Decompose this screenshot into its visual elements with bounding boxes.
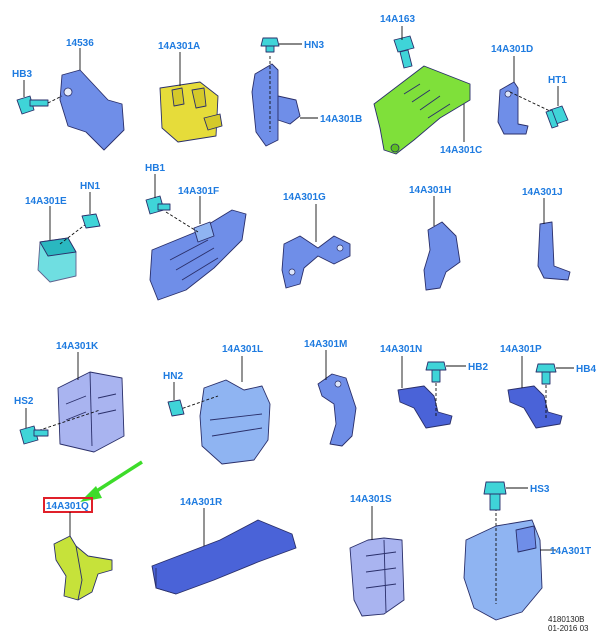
label-hn3: HN3 <box>304 40 324 51</box>
label-14a301t: 14A301T <box>550 546 591 557</box>
highlight-box <box>43 497 93 513</box>
part-14a301r <box>151 508 297 595</box>
part-14a301n <box>397 356 453 429</box>
part-14a301a <box>159 52 223 143</box>
label-14a301q: 14A301Q <box>46 501 89 512</box>
label-14a301b: 14A301B <box>320 114 362 125</box>
fastener-ht1 <box>545 86 569 129</box>
label-14a301m: 14A301M <box>304 339 347 350</box>
label-14a301g: 14A301G <box>283 192 326 203</box>
label-hs3: HS3 <box>530 484 550 495</box>
reference-date: 01-2016 03 <box>548 624 589 632</box>
reference-number: 4180130B <box>548 615 584 624</box>
part-14536 <box>59 48 125 151</box>
label-14a301a: 14A301A <box>158 41 200 52</box>
part-14a301j <box>537 198 571 281</box>
pointer-arrow <box>80 460 143 502</box>
part-14a301c <box>373 65 471 155</box>
label-14a301r: 14A301R <box>180 497 223 508</box>
part-14a301m <box>317 350 357 447</box>
label-14a301e: 14A301E <box>25 196 67 207</box>
part-14a301f <box>149 196 247 301</box>
label-14a301h: 14A301H <box>409 185 451 196</box>
label-14a301f: 14A301F <box>178 186 219 197</box>
label-14a163: 14A163 <box>380 14 415 25</box>
fastener-hs3 <box>483 481 528 511</box>
part-14a301k <box>33 352 125 453</box>
part-14a301s <box>349 506 405 617</box>
label-hn2: HN2 <box>163 371 183 382</box>
part-14a301e <box>37 206 87 283</box>
fastener-hb4 <box>535 363 574 385</box>
part-14a301g <box>281 204 351 289</box>
part-14a301h <box>423 196 461 291</box>
label-hn1: HN1 <box>80 181 100 192</box>
label-hb3: HB3 <box>12 69 32 80</box>
label-14a301n: 14A301N <box>380 344 422 355</box>
part-14a301q <box>53 512 113 601</box>
label-14a301s: 14A301S <box>350 494 392 505</box>
label-14a301c: 14A301C <box>440 145 482 156</box>
label-hb1: HB1 <box>145 163 165 174</box>
label-14a301p: 14A301P <box>500 344 542 355</box>
fastener-hb1 <box>145 174 171 215</box>
label-hb2: HB2 <box>468 362 488 373</box>
label-hs2: HS2 <box>14 396 34 407</box>
fastener-hs2 <box>19 408 49 445</box>
fastener-hb2 <box>425 361 466 383</box>
fastener-hn1 <box>81 192 101 229</box>
fastener-14a163 <box>393 26 415 69</box>
label-14a301l: 14A301L <box>222 344 263 355</box>
fastener-hb3 <box>16 80 63 115</box>
label-hb4: HB4 <box>576 364 596 375</box>
label-14536: 14536 <box>66 38 94 49</box>
part-14a301l <box>177 356 271 465</box>
label-14a301d: 14A301D <box>491 44 533 55</box>
label-14a301j: 14A301J <box>522 187 563 198</box>
part-14a301t <box>463 508 556 621</box>
label-14a301k: 14A301K <box>56 341 99 352</box>
part-14a301b <box>251 56 318 147</box>
part-14a301p <box>507 356 563 429</box>
part-14a301d <box>497 56 553 135</box>
fastener-hn3 <box>260 37 302 53</box>
fastener-hn2 <box>167 382 185 417</box>
label-ht1: HT1 <box>548 75 567 86</box>
